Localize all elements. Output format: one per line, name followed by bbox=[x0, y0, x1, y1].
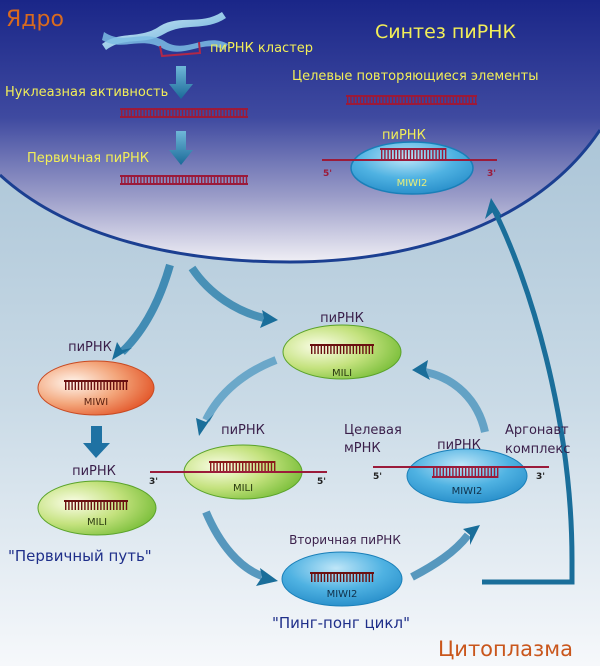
argonaute-label-line1: Аргонавт bbox=[505, 423, 569, 438]
arrow-argonaute-to-top-mili bbox=[424, 368, 489, 433]
nucleus-label: Ядро bbox=[6, 7, 64, 32]
argonaute-label-line2: комплекс bbox=[505, 442, 570, 457]
miwi-protein-label: MIWI bbox=[84, 397, 108, 408]
arrow-to-miwi bbox=[119, 263, 174, 355]
middle-mili-protein-label: MILI bbox=[233, 483, 253, 494]
ping-pong-caption: "Пинг-понг цикл" bbox=[272, 614, 410, 632]
middle-three-prime: 3' bbox=[149, 477, 158, 487]
argonaute-miwi2-protein-label: MIWI2 bbox=[452, 486, 483, 497]
arrow-middle-mili-to-miwi2 bbox=[202, 510, 264, 580]
nucleus-complex-pirna-label: пиРНК bbox=[382, 128, 426, 143]
cluster-label: пиРНК кластер bbox=[210, 41, 313, 56]
top-mili-pirna-strand bbox=[310, 344, 374, 354]
mili-protein-top bbox=[282, 324, 402, 380]
mili-pirna-label: пиРНК bbox=[72, 464, 116, 479]
nucleus-region bbox=[0, 0, 600, 262]
primary-pirna-label: Первичная пиРНК bbox=[27, 151, 149, 166]
miwi2-protein-secondary bbox=[281, 551, 403, 607]
mili-primary-protein-label: MILI bbox=[87, 517, 107, 528]
return-arrow bbox=[482, 204, 575, 585]
synthesis-title: Синтез пиРНК bbox=[375, 21, 516, 43]
down-arrow-icon bbox=[83, 426, 110, 458]
cluster-bracket bbox=[159, 41, 202, 58]
dna-helix-icon bbox=[102, 12, 228, 52]
arrow-to-miwi-head-icon bbox=[112, 342, 132, 360]
nucleus-miwi2-label: MIWI2 bbox=[397, 178, 428, 189]
down-arrow-icon bbox=[169, 131, 193, 165]
middle-five-prime: 5' bbox=[317, 477, 326, 487]
top-mili-pirna-label: пиРНК bbox=[320, 311, 364, 326]
nucleus-five-prime: 5' bbox=[323, 169, 332, 179]
arrow-argonaute-to-top-mili-head-icon bbox=[412, 360, 430, 380]
top-mili-protein-label: MILI bbox=[332, 368, 352, 379]
primary-pirna-strand bbox=[120, 175, 248, 185]
primary-pathway-caption: "Первичный путь" bbox=[8, 547, 152, 565]
target-elements-label: Целевые повторяющиеся элементы bbox=[292, 69, 539, 84]
nucleus-three-prime: 3' bbox=[487, 169, 496, 179]
arrow-to-top-mili bbox=[188, 265, 265, 322]
nuclear-membrane bbox=[0, 129, 600, 264]
right-miwi2-pirna-label: пиРНК bbox=[437, 438, 481, 453]
cytoplasm-label: Цитоплазма bbox=[438, 637, 573, 661]
miwi-pirna-strand bbox=[64, 380, 128, 390]
nucleus-complex-pirna-strand bbox=[380, 148, 447, 160]
down-arrow-icon bbox=[169, 66, 193, 99]
arrow-miwi2-to-argonaute bbox=[410, 532, 472, 581]
argonaute-pirna-strand bbox=[432, 466, 499, 478]
arrow-top-mili-to-middle-mili-head-icon bbox=[196, 414, 214, 436]
mili-primary-pirna-strand bbox=[64, 500, 128, 510]
nuclease-label: Нуклеазная активность bbox=[5, 85, 168, 100]
target-repeat-element-strand bbox=[346, 95, 477, 105]
secondary-pirna-label: Вторичная пиРНК bbox=[289, 533, 401, 547]
target-mrna-label-line2: мРНК bbox=[344, 441, 381, 456]
target-mrna-label-line1: Целевая bbox=[344, 423, 402, 438]
miwi-pirna-label: пиРНК bbox=[68, 340, 112, 355]
miwi-protein bbox=[37, 360, 155, 416]
arrow-middle-mili-to-miwi2-head-icon bbox=[256, 568, 278, 586]
secondary-miwi2-protein-label: MIWI2 bbox=[327, 589, 358, 600]
arrow-top-mili-to-middle-mili bbox=[202, 356, 278, 422]
argonaute-five-prime: 5' bbox=[373, 472, 382, 482]
middle-mili-pirna-strand bbox=[209, 461, 276, 472]
arrow-to-top-mili-head-icon bbox=[260, 310, 278, 328]
middle-mili-pirna-label: пиРНК bbox=[221, 423, 265, 438]
secondary-pirna-strand bbox=[310, 572, 374, 582]
nuclease-rna-strand bbox=[120, 108, 248, 118]
argonaute-three-prime: 3' bbox=[536, 472, 545, 482]
return-arrow-head-icon bbox=[485, 198, 502, 219]
arrow-miwi2-to-argonaute-head-icon bbox=[463, 525, 480, 545]
